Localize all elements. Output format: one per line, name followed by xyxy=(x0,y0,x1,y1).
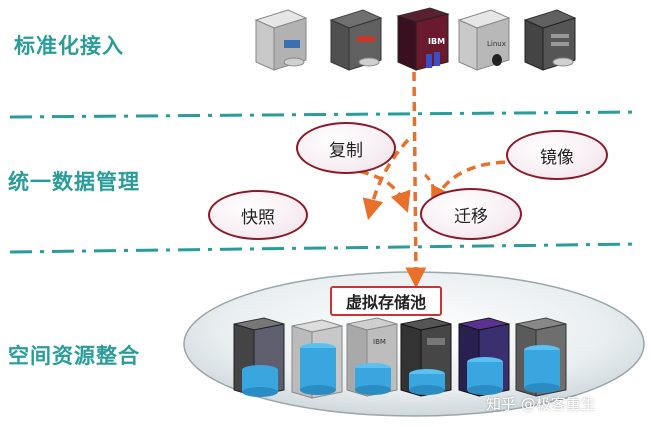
separator-line-bottom xyxy=(9,242,641,254)
storage-server-6 xyxy=(515,317,567,397)
bubble-replicate: 复制 xyxy=(296,122,396,174)
bubble-snapshot-label: 快照 xyxy=(241,207,275,228)
server-top-1 xyxy=(254,9,308,71)
bubble-migrate: 迁移 xyxy=(420,188,522,240)
server-top-ibm: IBM xyxy=(396,7,450,71)
separator-line-top xyxy=(9,110,641,119)
bubble-mirror-label: 镜像 xyxy=(540,147,574,168)
bubble-migrate-label: 迁移 xyxy=(454,206,488,227)
flow-arrow-snapshot xyxy=(362,138,410,221)
layer-label-resource-integration: 空间资源整合 xyxy=(8,344,140,368)
flow-arrow-replicate xyxy=(329,166,411,213)
storage-server-4 xyxy=(400,317,452,397)
flow-arrow-migrate xyxy=(424,173,438,197)
layer-label-data-management: 统一数据管理 xyxy=(8,170,140,194)
bubble-snapshot: 快照 xyxy=(208,190,308,240)
svg-text:IBM: IBM xyxy=(428,37,445,46)
watermark-text: 知乎 @极客重生 xyxy=(486,395,596,413)
bubble-mirror: 镜像 xyxy=(506,130,608,180)
server-top-5 xyxy=(523,9,577,71)
server-top-2 xyxy=(329,9,383,71)
flow-arrow-main xyxy=(405,71,427,289)
storage-server-5 xyxy=(458,317,510,397)
svg-text:IBM: IBM xyxy=(373,338,386,346)
layer-label-access: 标准化接入 xyxy=(14,34,124,58)
server-top-linux: Linux xyxy=(457,9,511,71)
svg-text:Linux: Linux xyxy=(487,40,506,48)
storage-pool-label: 虚拟存储池 xyxy=(330,286,442,316)
storage-server-1 xyxy=(233,317,285,397)
storage-server-2 xyxy=(291,319,343,399)
bubble-replicate-label: 复制 xyxy=(329,140,363,161)
storage-server-ibm: IBM xyxy=(346,317,398,397)
